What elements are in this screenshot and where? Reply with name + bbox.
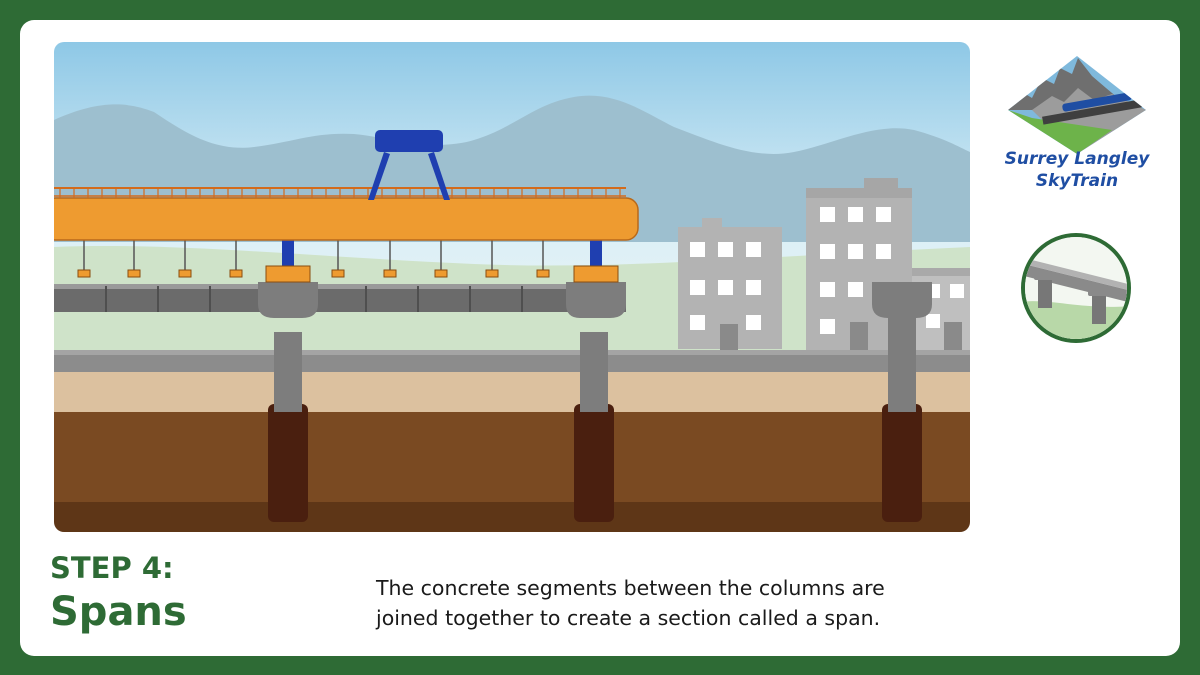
slide-card: Surrey Langley SkyTrain STEP 4: Spans Th… [20, 20, 1180, 656]
building-doors [720, 322, 962, 350]
guideway-span-icon [1021, 233, 1131, 343]
brand-name: Surrey Langley SkyTrain [982, 148, 1172, 192]
gantry-supports [265, 240, 619, 283]
description-line1: The concrete segments between the column… [376, 576, 885, 600]
launching-gantry [54, 187, 639, 241]
bridge-deck-segments [54, 284, 626, 312]
column-3 [872, 282, 932, 522]
deep-soil [54, 502, 970, 532]
column-2 [566, 282, 626, 522]
surrey-langley-skytrain-logo-icon [1006, 54, 1148, 156]
construction-scene [54, 42, 970, 532]
step-title: Spans [50, 589, 187, 635]
hanger-brackets [77, 269, 550, 278]
surface-soil [54, 372, 970, 412]
crane-trolley [368, 130, 450, 200]
soil [54, 412, 970, 504]
description-line2: joined together to create a section call… [376, 606, 881, 630]
segment-hangers [83, 240, 544, 270]
brand-name-line1: Surrey Langley [1004, 149, 1150, 169]
step-number: STEP 4: [50, 551, 174, 585]
column-1 [258, 282, 318, 522]
span-construction-illustration [54, 42, 970, 532]
step-description: The concrete segments between the column… [376, 573, 976, 633]
brand-name-line2: SkyTrain [1035, 171, 1119, 191]
